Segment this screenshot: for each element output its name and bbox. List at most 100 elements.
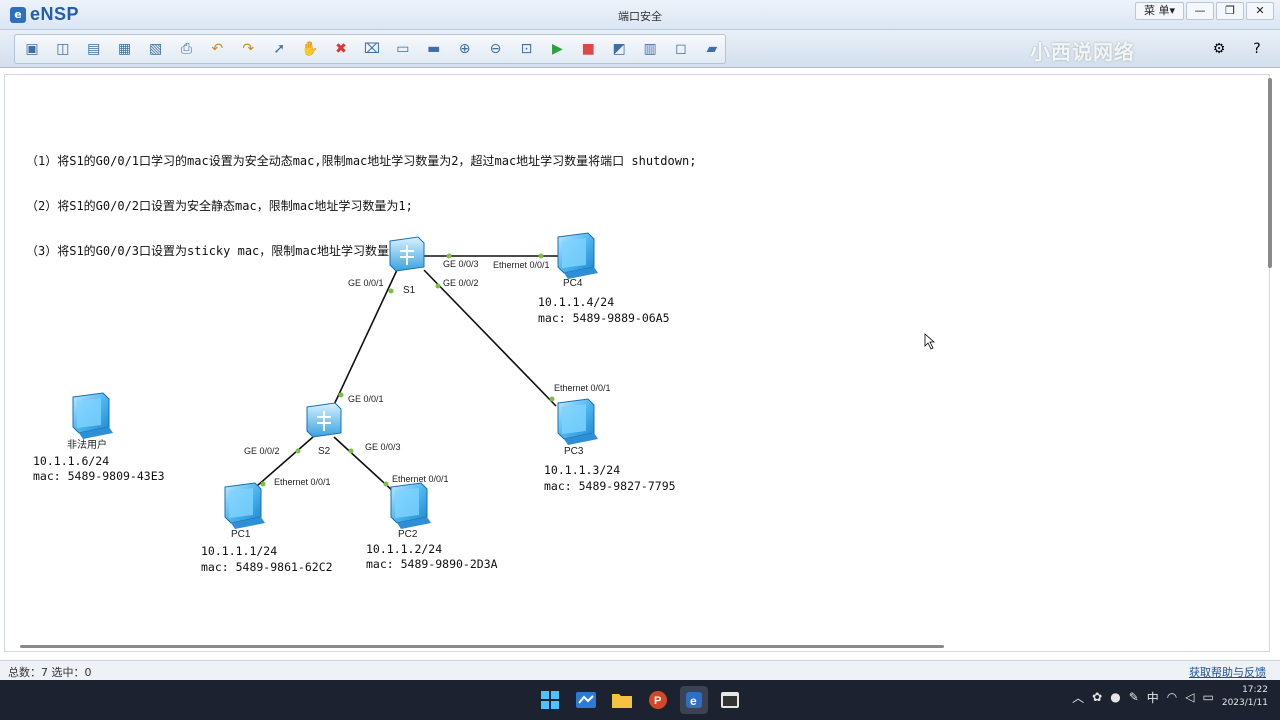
- vertical-scrollbar[interactable]: [1268, 78, 1272, 268]
- pc-pc2[interactable]: PC2 10.1.1.2/24 mac: 5489-9890-2D3A: [366, 482, 498, 571]
- port-label-s1-g001: GE 0/0/1: [348, 278, 384, 288]
- illegal-mac: mac: 5489-9809-43E3: [33, 469, 165, 483]
- topology-icon[interactable]: ◻: [675, 41, 687, 57]
- switch-s1[interactable]: S1: [389, 236, 425, 296]
- app-logo: e eNSP: [10, 4, 79, 25]
- pc2-ip: 10.1.1.2/24: [366, 542, 442, 556]
- pc4-mac: mac: 5489-9889-06A5: [538, 311, 670, 325]
- port-label-s2-g002: GE 0/0/2: [244, 446, 280, 456]
- minimize-button[interactable]: —: [1186, 2, 1214, 20]
- terminal-icon: [721, 692, 739, 708]
- capture-icon[interactable]: ◩: [612, 41, 626, 57]
- port-indicators: [260, 253, 555, 487]
- toolbar: ▣ ◫ ▤ ▦ ▧ ⎙ ↶ ↷ ➚ ✋ ✖ ⌧ ▭ ▬ ⊕ ⊖ ⊡ ▶ ■ ◩ ▥ ◻ ▰ ⚙ ?: [0, 30, 1280, 68]
- window-title: 端口安全: [618, 10, 662, 23]
- pc-icon: [390, 482, 432, 530]
- zoom-in-icon[interactable]: ⊕: [458, 41, 471, 57]
- settings-icon[interactable]: ⚙: [1212, 41, 1226, 57]
- pc1-ip: 10.1.1.1/24: [201, 544, 277, 558]
- text-icon[interactable]: ▭: [396, 41, 410, 57]
- taskbar-app-whiteboard[interactable]: [572, 686, 600, 714]
- pc-pc4[interactable]: PC4 10.1.1.4/24 mac: 5489-9889-06A5: [538, 232, 670, 325]
- ensp-logo-icon: e: [10, 6, 26, 23]
- folder-icon: [612, 694, 632, 708]
- palette-icon[interactable]: ▬: [427, 41, 441, 57]
- port-label-s2-g001: GE 0/0/1: [348, 394, 384, 404]
- app-logo-text: eNSP: [30, 4, 80, 24]
- pc-icon: [224, 482, 266, 530]
- redo-icon[interactable]: ↷: [242, 41, 255, 57]
- port-label-pc1-eth: Ethernet 0/0/1: [274, 477, 331, 487]
- open-icon[interactable]: ▤: [87, 41, 101, 57]
- chevron-up-icon[interactable]: ︿: [1072, 690, 1085, 705]
- help-feedback-link[interactable]: 获取帮助与反馈: [1189, 666, 1266, 679]
- port-label-pc2-eth: Ethernet 0/0/1: [392, 474, 449, 484]
- new-topology-icon[interactable]: ▣: [25, 41, 39, 57]
- taskbar-app-powerpoint[interactable]: P: [644, 686, 672, 714]
- pc-pc1[interactable]: PC1 10.1.1.1/24 mac: 5489-9861-62C2: [201, 482, 333, 574]
- ime-indicator[interactable]: 中: [1146, 690, 1159, 705]
- device-name-illegal: 非法用户: [67, 438, 107, 451]
- grid-icon[interactable]: ▥: [643, 41, 657, 57]
- pc4-ip: 10.1.1.4/24: [538, 295, 614, 309]
- stop-device-icon[interactable]: ■: [581, 41, 595, 57]
- pc1-mac: mac: 5489-9861-62C2: [201, 560, 333, 574]
- taskbar-app-ensp[interactable]: e: [680, 686, 708, 714]
- new-example-icon[interactable]: ◫: [56, 41, 70, 57]
- device-name-pc3: PC3: [564, 446, 584, 457]
- device-name-s2: S2: [318, 446, 331, 457]
- start-device-icon[interactable]: ▶: [551, 41, 563, 57]
- volume-icon[interactable]: ◁: [1185, 690, 1195, 704]
- taskbar-app-terminal[interactable]: [716, 686, 744, 714]
- help-icon[interactable]: ?: [1253, 41, 1261, 57]
- mouse-cursor-icon: [924, 333, 936, 350]
- menu-button[interactable]: 菜 单▾: [1134, 2, 1184, 20]
- task-line-2: （2）将S1的G0/0/2口设置为安全静态mac，限制mac地址学习数量为1;: [26, 199, 413, 213]
- selection-count: 总数：7 选中：0: [8, 666, 92, 679]
- pc-icon: [72, 392, 114, 440]
- restore-button[interactable]: ❐: [1216, 2, 1244, 20]
- undo-icon[interactable]: ↶: [211, 41, 224, 57]
- zoom-out-icon[interactable]: ⊖: [489, 41, 502, 57]
- task-line-1: （1）将S1的G0/0/1口学习的mac设置为安全动态mac,限制mac地址学习…: [26, 154, 697, 168]
- cli-icon[interactable]: ▰: [706, 41, 718, 57]
- device-name-pc2: PC2: [398, 529, 418, 540]
- save-icon[interactable]: ▦: [118, 41, 132, 57]
- watermark: 小西说网络: [1030, 40, 1135, 64]
- pc-icon: [557, 398, 599, 446]
- pc-illegal-user[interactable]: 非法用户 10.1.1.6/24 mac: 5489-9809-43E3: [33, 392, 165, 483]
- switch-icon: [306, 402, 342, 438]
- device-name-s1: S1: [403, 285, 416, 296]
- device-name-pc1: PC1: [231, 529, 251, 540]
- topology-canvas[interactable]: [4, 74, 1270, 652]
- port-label-pc3-eth: Ethernet 0/0/1: [554, 383, 611, 393]
- link-s1-pc3[interactable]: [423, 269, 557, 407]
- start-button[interactable]: [536, 686, 564, 714]
- whiteboard-icon: [576, 692, 596, 708]
- print-icon[interactable]: ⎙: [180, 41, 193, 57]
- save-as-icon[interactable]: ▧: [148, 41, 163, 57]
- select-icon[interactable]: ➚: [273, 41, 286, 57]
- port-label-pc4-eth: Ethernet 0/0/1: [493, 260, 550, 270]
- tray-app-icon[interactable]: ✿: [1092, 690, 1103, 704]
- close-button[interactable]: ✕: [1246, 2, 1274, 20]
- horizontal-scrollbar[interactable]: [20, 645, 944, 648]
- fit-icon[interactable]: ⊡: [520, 41, 533, 57]
- qq-icon[interactable]: ●: [1110, 690, 1121, 704]
- link-s2-pc1[interactable]: [249, 436, 314, 493]
- link-s1-s2[interactable]: [332, 269, 398, 408]
- pan-hand-icon[interactable]: ✋: [301, 41, 319, 57]
- pc-pc3[interactable]: PC3 10.1.1.3/24 mac: 5489-9827-7795: [544, 398, 676, 493]
- clock[interactable]: 17:22 2023/1/11: [1222, 684, 1268, 710]
- wifi-icon[interactable]: ◠: [1166, 690, 1178, 704]
- battery-icon[interactable]: ▭: [1202, 690, 1214, 704]
- delete-icon[interactable]: ✖: [335, 41, 347, 57]
- pen-icon[interactable]: ✎: [1128, 690, 1139, 704]
- pc-icon: [557, 232, 599, 280]
- clock-date: 2023/1/11: [1221, 698, 1268, 708]
- taskbar-app-explorer[interactable]: [608, 686, 636, 714]
- port-label-s2-g003: GE 0/0/3: [365, 442, 401, 452]
- delete-links-icon[interactable]: ⌧: [363, 41, 380, 57]
- switch-s2[interactable]: S2: [306, 402, 342, 457]
